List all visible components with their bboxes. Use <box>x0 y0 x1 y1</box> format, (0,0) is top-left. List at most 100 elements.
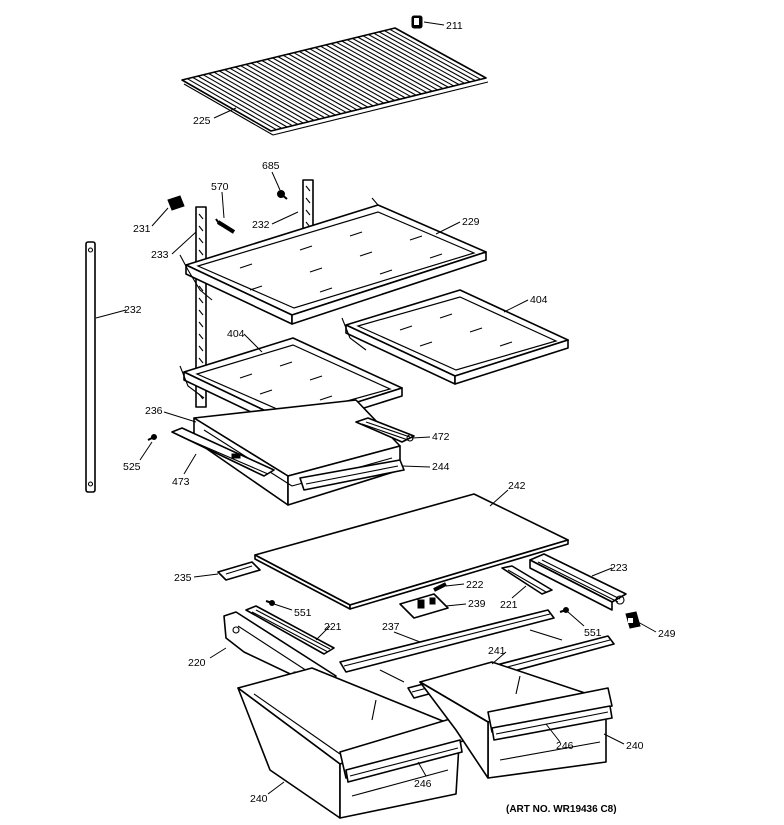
drawing-stroke <box>208 73 299 125</box>
callout-229: 229 <box>462 216 480 228</box>
drawing-stroke <box>346 39 438 91</box>
drawing-stroke <box>261 60 352 112</box>
shelf-stop-211 <box>411 15 423 29</box>
drawing-stroke <box>305 209 311 216</box>
screw-570 <box>215 218 236 234</box>
drawer-handle-246-left <box>345 739 463 783</box>
drawing-stroke <box>330 43 422 95</box>
drawing-stroke <box>293 52 385 104</box>
slide-rail-473 <box>171 427 275 477</box>
drawing-stroke <box>240 65 331 117</box>
drawing-stroke <box>409 235 423 241</box>
drawing-stroke <box>213 71 304 124</box>
drawing-stroke <box>198 345 204 352</box>
callout-233: 233 <box>151 249 169 261</box>
drawing-stroke <box>198 333 204 340</box>
callout-211: 211 <box>446 20 463 32</box>
screw-551-left <box>265 600 275 606</box>
drawing-stroke <box>373 32 465 84</box>
drawing-stroke <box>305 185 311 192</box>
drawing-stroke <box>359 251 373 257</box>
drawing-stroke <box>499 341 513 347</box>
drawing-stroke <box>469 327 483 333</box>
drawing-stroke <box>259 389 273 395</box>
callout-525: 525 <box>123 461 141 473</box>
callout-241: 241 <box>488 645 506 657</box>
callout-551-right: 551 <box>584 627 602 639</box>
drawing-stroke <box>419 341 433 347</box>
callout-222: 222 <box>466 579 484 591</box>
callout-246-right: 246 <box>556 740 574 752</box>
callout-221-left: 221 <box>324 621 342 633</box>
bracket-239 <box>399 593 449 619</box>
clip-249 <box>625 611 641 629</box>
drawing-stroke <box>198 357 204 364</box>
cover-support-235 <box>217 561 261 581</box>
callout-231: 231 <box>133 223 151 235</box>
drawing-stroke <box>198 225 204 232</box>
callout-242: 242 <box>508 480 526 492</box>
drawing-stroke <box>299 245 313 251</box>
drawing-stroke <box>250 62 342 115</box>
drawing-stroke <box>309 267 323 273</box>
drawing-stroke <box>279 361 293 367</box>
callout-404-right: 404 <box>530 294 548 306</box>
drawing-stroke <box>197 75 288 128</box>
pin-222 <box>433 582 447 592</box>
drawing-stroke <box>282 54 374 107</box>
callout-685: 685 <box>262 160 280 172</box>
drawing-stroke <box>389 28 481 80</box>
screw-685 <box>277 190 288 200</box>
crisper-frame-237 <box>339 609 555 673</box>
callout-246-left: 246 <box>414 778 432 790</box>
drawing-stroke <box>429 253 443 259</box>
drawing-stroke <box>229 67 320 120</box>
drawing-stroke <box>288 53 379 105</box>
drawing-stroke <box>352 37 444 90</box>
drawing-stroke <box>198 309 204 316</box>
bracket-cap-231 <box>167 195 185 211</box>
drawing-stroke <box>305 197 311 204</box>
crisper-glass-cover-242 <box>254 493 569 610</box>
callout-225: 225 <box>193 115 211 127</box>
callout-232-upper: 232 <box>252 219 270 231</box>
screw-525 <box>147 434 157 441</box>
drawing-stroke <box>399 325 413 331</box>
drawing-stroke <box>245 63 336 116</box>
callout-249: 249 <box>658 628 676 640</box>
drawing-stroke <box>336 41 428 94</box>
drawing-stroke <box>198 249 204 256</box>
vertical-rail-232 <box>85 241 96 493</box>
callout-404-left: 404 <box>227 328 245 340</box>
art-number: (ART NO. WR19436 C8) <box>506 804 617 815</box>
drawing-stroke <box>320 45 412 98</box>
drawing-stroke <box>224 69 315 121</box>
callout-labels: 211 225 685 570 232 229 231 233 232 404 … <box>123 20 676 815</box>
drawing-stroke <box>239 263 253 269</box>
callout-240-left: 240 <box>250 793 268 805</box>
drawing-stroke <box>272 57 363 109</box>
drawing-stroke <box>298 50 390 103</box>
slide-rail-472 <box>355 417 415 443</box>
callout-472: 472 <box>432 431 450 443</box>
drawing-stroke <box>384 30 476 82</box>
callout-235: 235 <box>174 572 192 584</box>
drawing-stroke <box>187 78 277 131</box>
screw-551-right <box>559 607 569 613</box>
drawing-stroke <box>249 285 263 291</box>
glass-shelf-404-right <box>341 289 569 385</box>
drawing-stroke <box>357 36 449 88</box>
drawing-stroke <box>198 321 204 328</box>
drawing-stroke <box>362 35 455 87</box>
drawing-stroke <box>309 375 323 381</box>
callout-237: 237 <box>382 621 400 633</box>
callout-223: 223 <box>610 562 628 574</box>
drawing-stroke <box>349 231 363 237</box>
callout-220: 220 <box>188 657 206 669</box>
pan-cover-244 <box>299 459 405 491</box>
drawing-stroke <box>266 58 358 111</box>
drawing-stroke <box>379 269 393 275</box>
callout-221-right: 221 <box>500 599 518 611</box>
callout-473: 473 <box>172 476 190 488</box>
callout-236: 236 <box>145 405 163 417</box>
